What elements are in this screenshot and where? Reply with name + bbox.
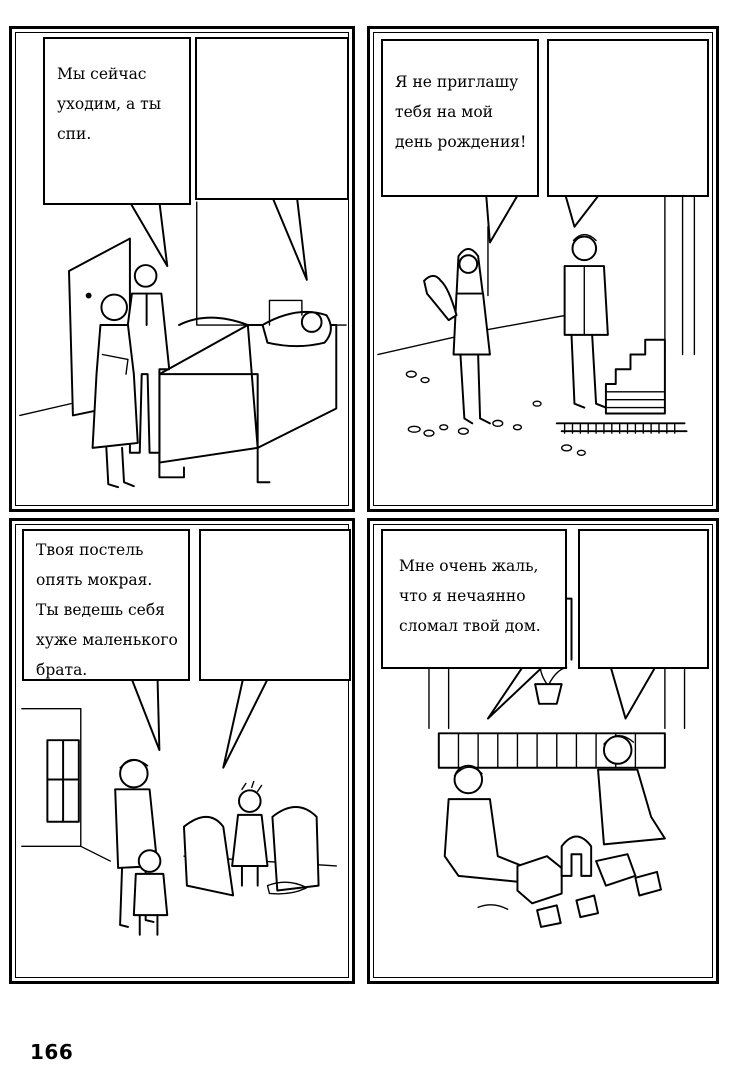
panel-2-illustration xyxy=(377,191,696,456)
bubble-left-text: Мы сейчас уходим, а ты спи. xyxy=(57,65,162,143)
girl-figure xyxy=(231,813,269,867)
mother-head xyxy=(100,293,128,322)
speech-bubble-right xyxy=(547,39,709,197)
speech-bubble-left: Мы сейчас уходим, а ты спи. xyxy=(43,37,191,205)
panel-2-inner-frame xyxy=(373,32,713,506)
bubble-tail-right xyxy=(609,666,657,720)
bubble-tail-right xyxy=(563,191,602,228)
mother-figure xyxy=(91,324,139,449)
clothes-on-floor xyxy=(266,881,308,895)
bubble-tail-left xyxy=(486,666,543,720)
father-head xyxy=(133,264,158,288)
step-edge xyxy=(555,422,688,433)
bubble-tail-right xyxy=(222,678,269,769)
bouquet xyxy=(423,274,458,322)
boy-head xyxy=(571,235,598,262)
panel-4-inner-frame xyxy=(373,524,713,978)
plant-pot xyxy=(534,683,563,705)
speech-bubble-right xyxy=(199,529,351,681)
panel-1-illustration xyxy=(19,196,347,489)
building-wall xyxy=(487,191,696,356)
girl-head xyxy=(458,254,479,274)
boy-figure xyxy=(563,265,609,336)
bubble-tail-left xyxy=(128,201,169,268)
page-number: 166 xyxy=(30,1040,74,1064)
panel-1-inner-frame xyxy=(15,32,349,506)
child-bed xyxy=(182,815,235,897)
comic-panel-2: Я не приглашу тебя на мой день рождения! xyxy=(367,26,719,512)
doorway xyxy=(21,708,82,848)
girl-figure xyxy=(452,292,491,356)
small-boy-figure xyxy=(132,872,169,917)
bubble-tail-right xyxy=(271,196,308,281)
fallen-leaves xyxy=(405,370,586,456)
radiator xyxy=(437,732,666,769)
panel-3-inner-frame xyxy=(15,524,349,978)
speech-bubble-left: Я не приглашу тебя на мой день рождения! xyxy=(381,39,539,197)
boy-right-figure xyxy=(597,768,666,846)
toy-blocks xyxy=(477,835,662,928)
speech-bubble-right xyxy=(578,529,709,669)
boy-left-figure xyxy=(443,798,529,883)
bubble-left-text: Твоя постель опять мокрая. Ты ведешь себ… xyxy=(36,541,178,679)
comic-panel-4: Мне очень жаль, что я нечаянно сломал тв… xyxy=(367,518,719,984)
window xyxy=(46,739,80,823)
speech-bubble-left: Твоя постель опять мокрая. Ты ведешь себ… xyxy=(22,529,190,681)
boy-left-head xyxy=(453,764,484,795)
comic-panel-1: Мы сейчас уходим, а ты спи. xyxy=(9,26,355,512)
comic-panel-3: Твоя постель опять мокрая. Ты ведешь себ… xyxy=(9,518,355,984)
bubble-left-text: Я не приглашу тебя на мой день рождения! xyxy=(395,73,527,151)
panel-4-illustration xyxy=(428,597,686,928)
panel-3-illustration xyxy=(21,673,337,936)
bubble-tail-left xyxy=(485,191,521,244)
bubble-left-text: Мне очень жаль, что я нечаянно сломал тв… xyxy=(399,557,541,635)
bubble-tail-left xyxy=(128,673,161,751)
small-boy-head xyxy=(137,849,162,873)
stairs xyxy=(604,338,666,415)
wall-shelf xyxy=(428,668,686,730)
speech-bubble-right xyxy=(195,37,349,200)
speech-bubble-left: Мне очень жаль, что я нечаянно сломал тв… xyxy=(381,529,567,669)
girl-head xyxy=(238,789,262,813)
